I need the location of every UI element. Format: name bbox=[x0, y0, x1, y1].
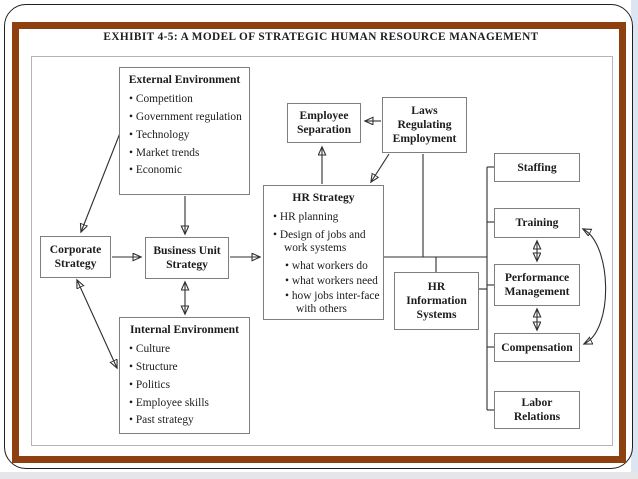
bullet-item: Design of jobs and work systems bbox=[273, 229, 379, 256]
bullet-item: what workers do bbox=[285, 260, 383, 273]
box-title: Laws Regulating Employment bbox=[392, 104, 457, 145]
box-labor-relations: Labor Relations bbox=[494, 391, 580, 429]
box-title: Corporate Strategy bbox=[49, 243, 102, 270]
box-performance-management: Performance Management bbox=[494, 264, 580, 306]
box-title: Internal Environment bbox=[130, 323, 239, 336]
box-staffing: Staffing bbox=[494, 153, 580, 182]
box-title: HR Strategy bbox=[292, 191, 355, 204]
box-hr-strategy: HR Strategy HR planning Design of jobs a… bbox=[263, 185, 384, 320]
bullet-list: CultureStructurePoliticsEmployee skillsP… bbox=[120, 343, 249, 428]
bullet-item: Government regulation bbox=[129, 111, 245, 124]
bullet-item: Economic bbox=[129, 164, 245, 177]
bullet-item: Past strategy bbox=[129, 414, 245, 427]
box-title: Performance Management bbox=[504, 271, 570, 298]
bullet-item: Structure bbox=[129, 361, 245, 374]
bullet-item: what workers need bbox=[285, 275, 383, 288]
box-employee-separation: Employee Separation bbox=[287, 103, 361, 143]
page-edge-right bbox=[631, 0, 638, 479]
box-internal-environment: Internal Environment CultureStructurePol… bbox=[119, 317, 250, 434]
sub-bullet-list: what workers do what workers need how jobs… bbox=[276, 260, 383, 317]
bullet-item: Employee skills bbox=[129, 397, 245, 410]
box-title: Labor Relations bbox=[513, 396, 561, 423]
box-training: Training bbox=[494, 208, 580, 238]
box-title: Employee Separation bbox=[296, 109, 352, 136]
bullet-item: Market trends bbox=[129, 147, 245, 160]
box-external-environment: External Environment CompetitionGovernme… bbox=[119, 67, 250, 195]
box-title: Compensation bbox=[501, 340, 573, 354]
box-business-unit-strategy: Business Unit Strategy bbox=[145, 237, 229, 279]
bullet-item: how jobs inter-face with others bbox=[285, 290, 383, 317]
box-title: External Environment bbox=[128, 73, 241, 86]
bullet-list: CompetitionGovernment regulationTechnolo… bbox=[120, 93, 249, 178]
bullet-item: Technology bbox=[129, 129, 245, 142]
box-compensation: Compensation bbox=[494, 333, 580, 362]
bullet-item: Competition bbox=[129, 93, 245, 106]
box-title: Staffing bbox=[517, 160, 557, 174]
page-edge-bottom bbox=[0, 472, 638, 479]
box-corporate-strategy: Corporate Strategy bbox=[40, 236, 111, 278]
box-title: Business Unit Strategy bbox=[153, 244, 221, 271]
bullet-item: Culture bbox=[129, 343, 245, 356]
box-hr-information-systems: HR Information Systems bbox=[394, 272, 479, 330]
box-title: HR Information Systems bbox=[406, 280, 467, 321]
bullet-item: HR planning bbox=[273, 211, 379, 224]
bullet-list: HR planning Design of jobs and work syst… bbox=[264, 211, 383, 256]
box-laws-regulating-employment: Laws Regulating Employment bbox=[382, 97, 467, 153]
box-title: Training bbox=[515, 216, 559, 230]
bullet-item: Politics bbox=[129, 379, 245, 392]
exhibit-title: EXHIBIT 4-5: A MODEL OF STRATEGIC HUMAN … bbox=[103, 31, 539, 43]
